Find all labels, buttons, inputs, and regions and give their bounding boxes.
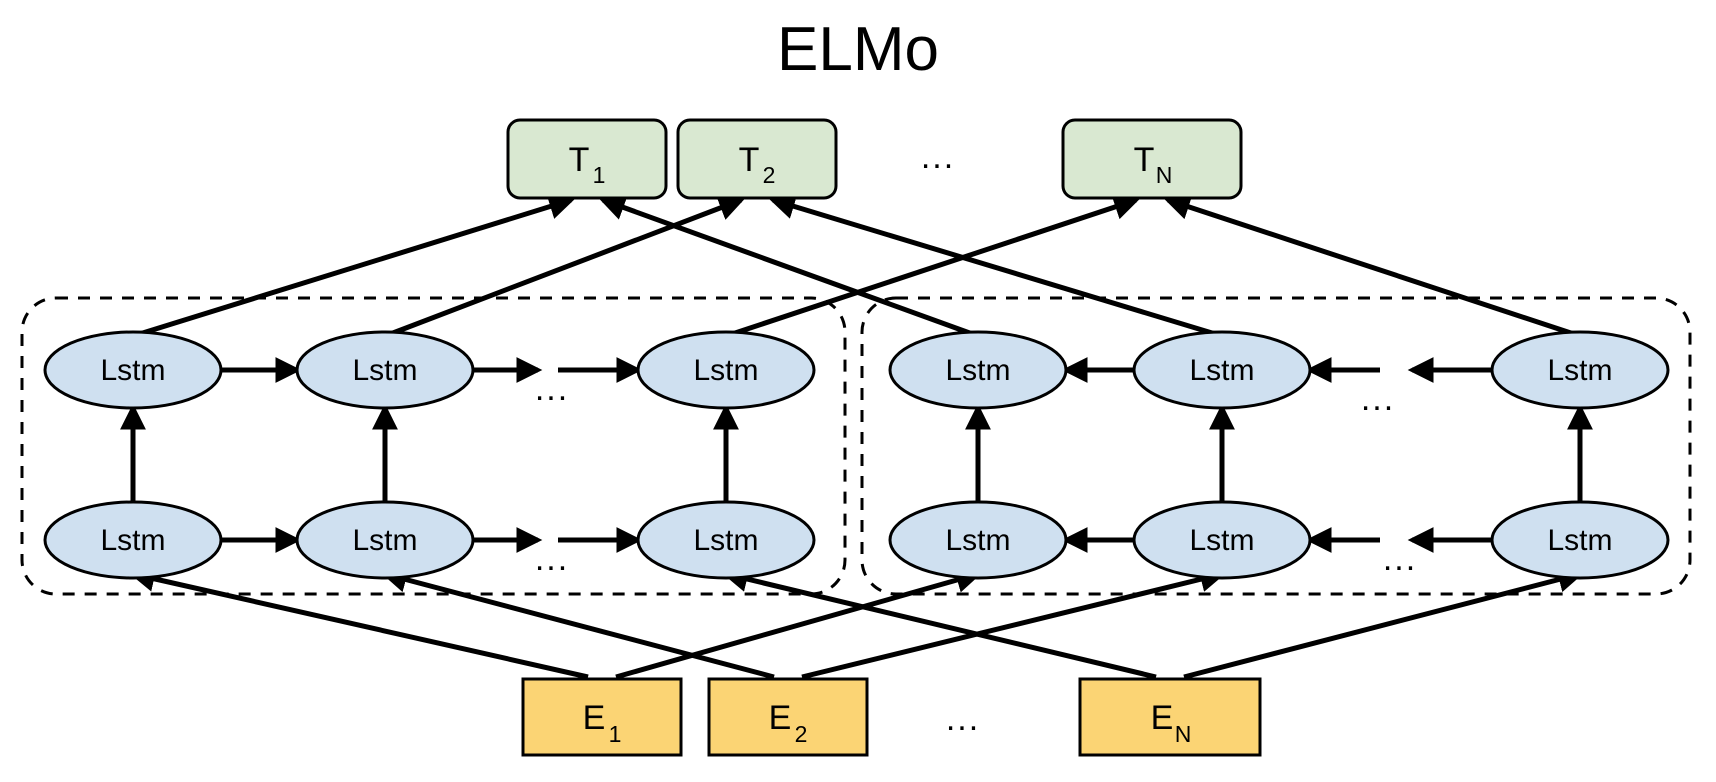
input-box-label: E (769, 699, 792, 737)
output-box-label: T (739, 141, 760, 179)
output-box-rect (676, 118, 838, 200)
lstm-node-label: Lstm (100, 524, 165, 557)
output-box-label: T (569, 141, 590, 179)
input-box-label: E (583, 699, 606, 737)
input-to-forward-arrow (128, 566, 589, 680)
output-box-subscript: N (1156, 162, 1173, 188)
input-box-subscript: 1 (609, 721, 622, 747)
input-to-lstm-edges (128, 566, 1585, 680)
lstm-node (295, 330, 475, 410)
lstm-row-ellipsis: ... (535, 540, 569, 578)
lstm-node-label: Lstm (1189, 354, 1254, 387)
lstm-node-label: Lstm (945, 354, 1010, 387)
output-box-subscript: 1 (593, 162, 606, 188)
lstm-row-ellipsis: ... (1383, 540, 1417, 578)
lstm-node (1132, 500, 1312, 580)
lstm-to-output-edges (132, 193, 1581, 339)
lstm-node (1490, 330, 1670, 410)
output-box-rect (1061, 118, 1243, 200)
forward-to-output-arrow (132, 194, 576, 339)
output-box-rect (506, 118, 668, 200)
input-box-rect (521, 677, 683, 757)
lstm-vertical-edges (120, 403, 1593, 502)
input-ellipsis: ... (946, 700, 980, 738)
forward-lstm-group (20, 296, 847, 596)
forward-to-output-arrow (725, 194, 1141, 339)
lstm-node (1132, 330, 1312, 410)
lstm-node-label: Lstm (693, 354, 758, 387)
output-box-subscript: 2 (763, 162, 776, 188)
lstm-node-label: Lstm (352, 524, 417, 557)
output-box-label: T (1134, 141, 1155, 179)
lstm-node (888, 330, 1068, 410)
input-to-backward-arrow (615, 567, 983, 680)
lstm-node (888, 500, 1068, 580)
lstm-row-ellipsis: ... (1361, 380, 1395, 418)
forward-to-output-arrow (384, 195, 746, 339)
lstm-node-label: Lstm (352, 354, 417, 387)
lstm-node-label: Lstm (1547, 524, 1612, 557)
lstm-group-boundaries (20, 296, 1692, 596)
lstm-node (43, 330, 223, 410)
input-box-rect (1078, 677, 1262, 757)
lstm-node-label: Lstm (1547, 354, 1612, 387)
input-to-backward-arrow (1183, 566, 1585, 680)
lstm-node (1490, 500, 1670, 580)
lstm-node-label: Lstm (1189, 524, 1254, 557)
lstm-node-label: Lstm (945, 524, 1010, 557)
backward-lstm-group (860, 296, 1692, 596)
input-box-rect (707, 677, 869, 757)
lstm-row-ellipsis: ... (535, 370, 569, 408)
lstm-node (295, 500, 475, 580)
backward-to-output-arrow (1163, 194, 1581, 339)
backward-to-output-arrow (598, 195, 979, 339)
lstm-node (636, 500, 816, 580)
page-title: ELMo (777, 15, 939, 84)
lstm-node-label: Lstm (100, 354, 165, 387)
lstm-recurrent-edges (221, 357, 1492, 553)
lstm-node (43, 500, 223, 580)
input-to-forward-arrow (721, 566, 1157, 680)
input-box-label: E (1151, 699, 1174, 737)
input-to-forward-arrow (380, 566, 775, 680)
lstm-node (636, 330, 816, 410)
input-box-subscript: 2 (795, 721, 808, 747)
backward-to-output-arrow (768, 193, 1223, 339)
output-ellipsis: ... (921, 138, 955, 176)
input-to-backward-arrow (801, 566, 1227, 680)
input-box-subscript: N (1175, 721, 1192, 747)
lstm-node-label: Lstm (693, 524, 758, 557)
